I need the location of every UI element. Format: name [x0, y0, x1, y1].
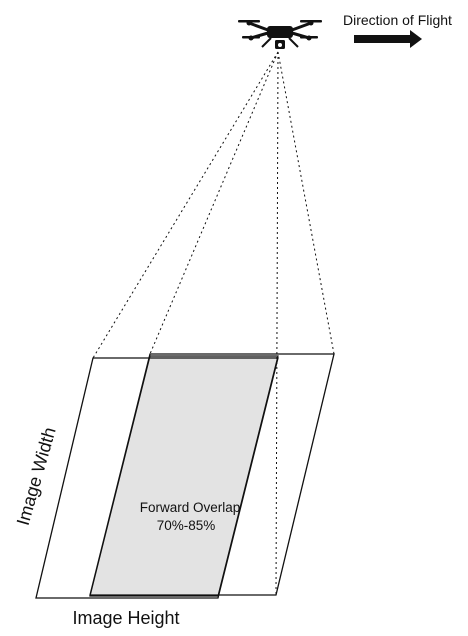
image-footprint-first: [35, 357, 279, 599]
drone-icon: [238, 20, 322, 49]
overlap-range: 70%-85%: [157, 518, 216, 533]
direction-of-flight-label: Direction of Flight: [343, 12, 452, 28]
overlap-label: Forward Overlap: [140, 500, 241, 515]
camera-projection-lines: [92, 51, 335, 596]
forward-overlap-region: [89, 355, 279, 597]
image-height-label: Image Height: [72, 608, 179, 628]
image-width-label: Image Width: [13, 425, 60, 528]
arrow-right-icon: [354, 30, 422, 48]
image-footprint-second: [89, 353, 335, 596]
